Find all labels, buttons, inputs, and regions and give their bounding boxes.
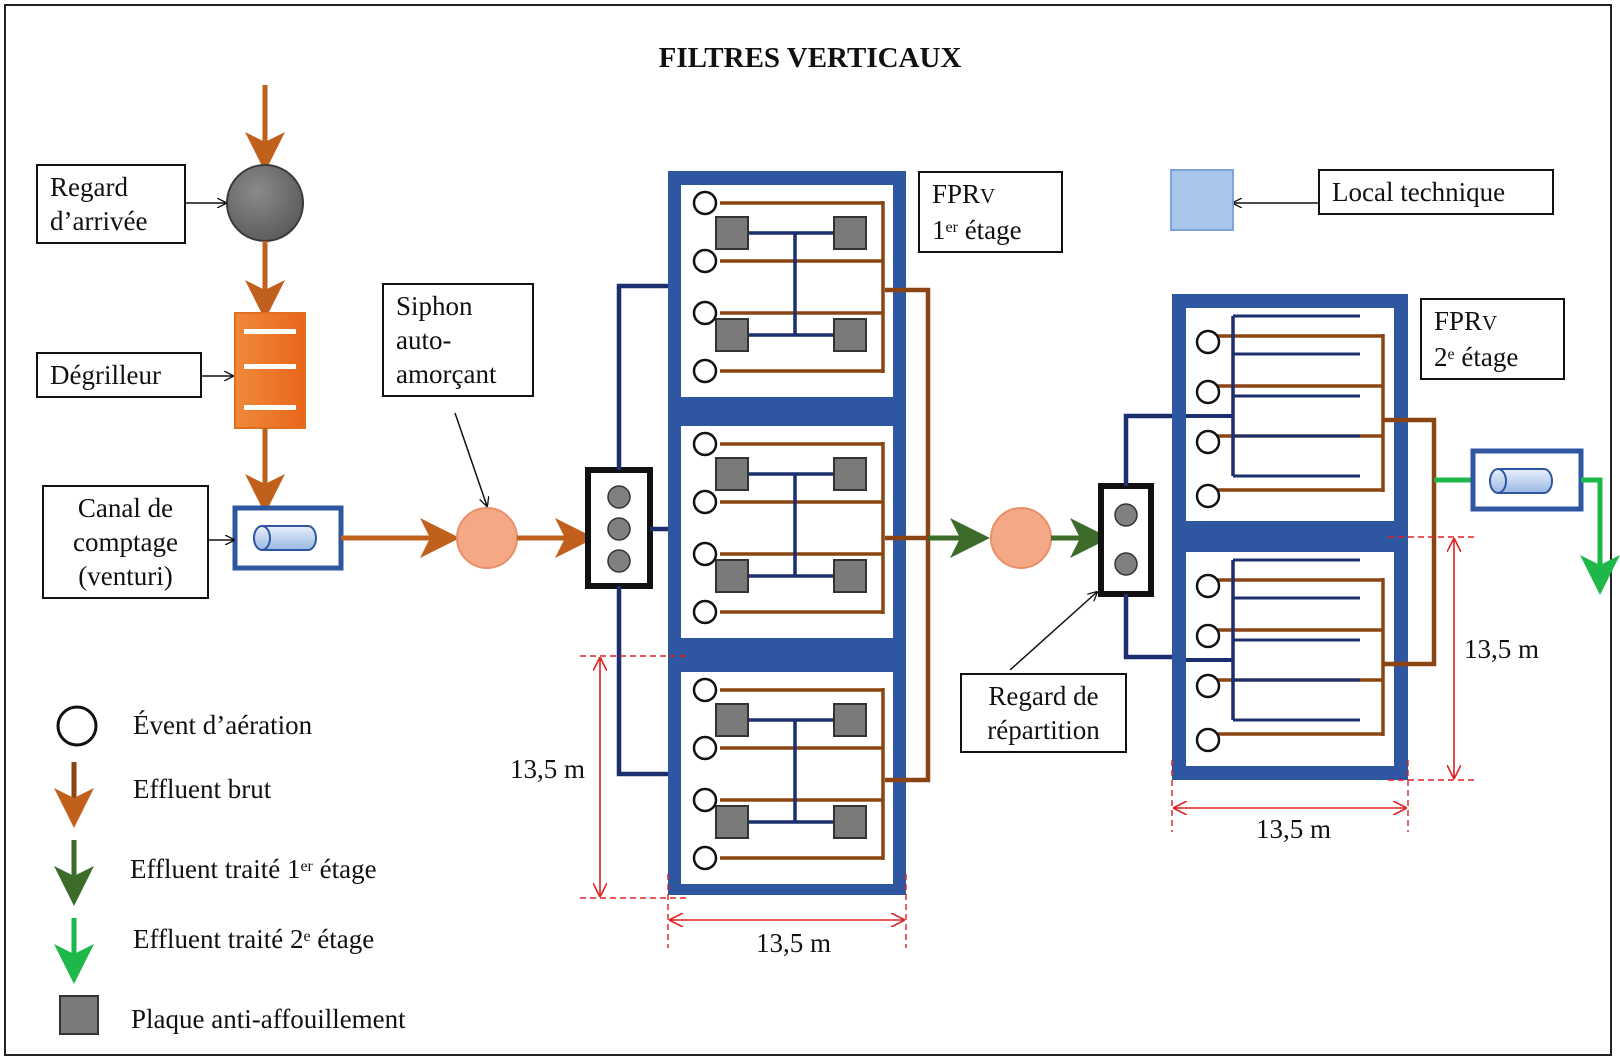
treated2-outlet — [1580, 477, 1620, 595]
dim-stage1-width: 13,5 m — [756, 928, 832, 958]
plate-icon — [833, 703, 867, 737]
legend-raw-text: Effluent brut — [133, 774, 272, 804]
venturi-shape — [232, 505, 344, 571]
dimensions — [580, 536, 1476, 948]
venturi2-shape — [1470, 448, 1584, 512]
plate-icon — [833, 457, 867, 491]
local-technique-shape — [1170, 169, 1234, 231]
regard-arrivee-shape — [226, 164, 304, 242]
stage1-cell — [692, 190, 885, 384]
vent-icon — [692, 358, 718, 384]
plate-icon — [715, 703, 749, 737]
vent-icon — [1195, 429, 1221, 455]
stage2-filters — [1172, 294, 1408, 780]
dim-stage1-height: 13,5 m — [510, 754, 586, 784]
legend-plate-text: Plaque anti-affouillement — [131, 1004, 406, 1034]
plate-icon — [833, 559, 867, 593]
collector-stage2 — [1383, 417, 1437, 667]
legend-vent-text: Évent d’aération — [133, 710, 313, 740]
legend-treated2-text: Effluent traité 2e étage — [133, 924, 375, 954]
regard-repartition-label: Regard de répartition — [960, 673, 1127, 753]
vent-icon — [692, 431, 718, 457]
legend-treated1-text: Effluent traité 1er étage — [130, 854, 377, 884]
stage2-cell — [1186, 314, 1385, 509]
plate-icon — [715, 457, 749, 491]
vent-icon — [692, 735, 718, 761]
vent-icon — [692, 787, 718, 813]
siphon-shape — [456, 507, 518, 569]
stage1-filters — [668, 171, 906, 895]
plate-icon — [715, 559, 749, 593]
fprv2-label: FPRV 2e étage — [1420, 298, 1565, 380]
vent-icon — [1195, 573, 1221, 599]
vent-icon — [692, 190, 718, 216]
degrilleur-label: Dégrilleur — [36, 352, 202, 398]
vent-icon — [1195, 329, 1221, 355]
siphon-label: Siphon auto- amorçant — [382, 283, 534, 397]
inflow-line — [226, 85, 595, 571]
feed-pipes-stage2 — [1123, 413, 1186, 660]
plate-icon — [715, 805, 749, 839]
dimension-arrows — [600, 539, 1454, 920]
siphon2-shape — [990, 507, 1052, 569]
vent-icon — [692, 677, 718, 703]
vent-circle-icon — [56, 705, 98, 747]
vent-icon — [1195, 623, 1221, 649]
vent-icon — [1195, 727, 1221, 753]
local-technique-label: Local technique — [1318, 169, 1554, 215]
plate-icon — [833, 318, 867, 352]
vent-icon — [1195, 483, 1221, 509]
stage1-cell — [692, 677, 885, 871]
dim-stage2-height: 13,5 m — [1464, 634, 1540, 664]
distribution-box-stage2 — [1098, 483, 1154, 597]
diagram-frame — [4, 4, 1612, 1056]
vent-icon — [692, 541, 718, 567]
vent-icon — [692, 489, 718, 515]
stage2-cell — [1186, 558, 1385, 753]
plate-icon — [715, 216, 749, 250]
degrilleur-shape — [234, 312, 306, 429]
vent-icon — [692, 248, 718, 274]
dim-stage2-width: 13,5 m — [1256, 814, 1332, 844]
vent-icon — [692, 845, 718, 871]
vent-icon — [1195, 673, 1221, 699]
page-title: FILTRES VERTICAUX — [658, 42, 962, 74]
distribution-box-stage1 — [585, 467, 653, 589]
vent-icon — [692, 599, 718, 625]
label-pointers — [186, 203, 1318, 671]
canal-comptage-label: Canal de comptage (venturi) — [42, 485, 209, 599]
legend-icons — [54, 705, 99, 1035]
vent-icon — [692, 300, 718, 326]
plate-icon — [833, 216, 867, 250]
regard-arrivee-label: Regard d’arrivée — [36, 164, 186, 244]
fprv1-label: FPRV 1er étage — [918, 171, 1063, 253]
vent-icon — [1195, 379, 1221, 405]
stage1-cell — [692, 431, 885, 625]
collector-stage1 — [885, 287, 931, 783]
plate-icon — [833, 805, 867, 839]
grey-square-icon — [59, 995, 99, 1035]
plate-icon — [715, 318, 749, 352]
